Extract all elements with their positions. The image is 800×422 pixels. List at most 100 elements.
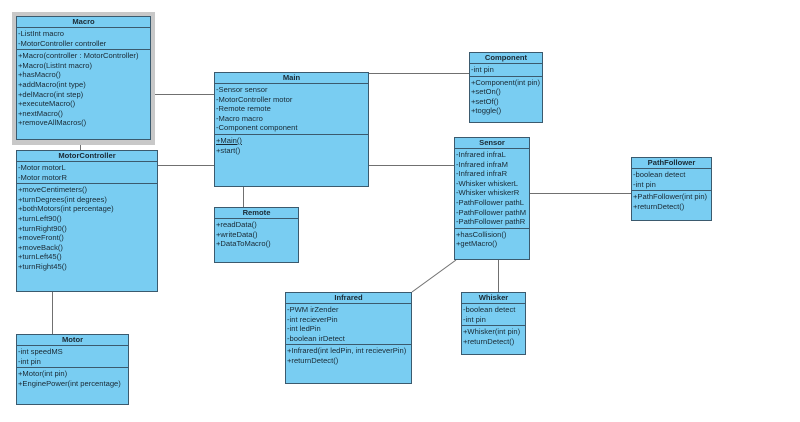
operation: +returnDetect() (633, 201, 685, 211)
operation: +Component(int pin) (471, 77, 541, 87)
attributes-section: -boolean detect-int pin (632, 169, 711, 192)
class-name: Remote (215, 208, 298, 219)
operation: +moveBack() (18, 242, 63, 252)
class-name: MotorController (17, 151, 157, 162)
operation: +Macro(controller : MotorController) (18, 51, 139, 61)
class-component[interactable]: Component-int pin+Component(int pin)+set… (469, 52, 543, 123)
operation: +hasCollision() (456, 229, 507, 239)
attribute: -Component component (216, 123, 298, 133)
attribute: -Whisker whiskerR (456, 188, 520, 198)
attribute: -PathFollower pathL (456, 197, 524, 207)
attribute: -MotorController motor (216, 94, 293, 104)
operations-section: +Infrared(int ledPin, int recieverPin)+r… (286, 345, 411, 366)
attribute: -boolean irDetect (287, 333, 345, 343)
attribute: -PWM irZender (287, 305, 339, 314)
operation: +start() (216, 145, 241, 155)
attribute: -ListInt macro (18, 29, 64, 38)
attribute: -Motor motorR (18, 172, 67, 182)
operation: +turnDegrees(int degrees) (18, 194, 107, 204)
attribute: -Whisker whiskerL (456, 178, 519, 188)
attribute: -PathFollower pathM (456, 207, 527, 217)
attribute: -Infrared infraM (456, 159, 508, 169)
operation: +Macro(ListInt macro) (18, 60, 93, 70)
operations-section: +Main()+start() (215, 135, 368, 156)
attribute: -int pin (463, 314, 486, 324)
class-motor[interactable]: Motor-int speedMS-int pin+Motor(int pin)… (16, 334, 129, 405)
operations-section: +hasCollision()+getMacro() (455, 229, 529, 250)
class-name: Main (215, 73, 368, 84)
operation: +turnRight45() (18, 261, 67, 271)
operation: +hasMacro() (18, 70, 61, 80)
operation: +toggle() (471, 106, 502, 116)
operation: +setOf() (471, 96, 499, 106)
attribute: -int pin (633, 179, 656, 189)
operation: +turnLeft45() (18, 252, 62, 262)
class-macro[interactable]: Macro-ListInt macro-MotorController cont… (16, 16, 151, 140)
class-motorcontroller[interactable]: MotorController-Motor motorL-Motor motor… (16, 150, 158, 292)
attribute: -boolean detect (633, 170, 686, 179)
operations-section: +Whisker(int pin)+returnDetect() (462, 326, 525, 347)
operation: +executeMacro() (18, 99, 76, 109)
operation: +Infrared(int ledPin, int recieverPin) (287, 346, 407, 356)
operation: +Whisker(int pin) (463, 327, 521, 337)
operation: +EnginePower(int percentage) (18, 378, 121, 388)
class-main[interactable]: Main-Sensor sensor-MotorController motor… (214, 72, 369, 187)
operations-section: +Component(int pin)+setOn()+setOf()+togg… (470, 77, 542, 117)
attribute: -Infrared infraL (456, 150, 506, 159)
class-name: Component (470, 53, 542, 64)
operation: +Motor(int pin) (18, 369, 68, 379)
operation: +delMacro(int step) (18, 89, 84, 99)
class-sensor[interactable]: Sensor-Infrared infraL-Infrared infraM-I… (454, 137, 530, 260)
class-name: Sensor (455, 138, 529, 149)
class-pathfollower[interactable]: PathFollower-boolean detect-int pin+Path… (631, 157, 712, 221)
operation: +moveFront() (18, 233, 64, 243)
attribute: -int speedMS (18, 347, 63, 356)
attribute: -Macro macro (216, 113, 263, 123)
operation: +moveCentimeters() (18, 185, 87, 195)
attributes-section: -Sensor sensor-MotorController motor-Rem… (215, 84, 368, 135)
class-name: Macro (17, 17, 150, 28)
class-remote[interactable]: Remote+readData()+writeData()+DataToMacr… (214, 207, 299, 263)
operation: +DataToMacro() (216, 239, 271, 249)
class-infrared[interactable]: Infrared-PWM irZender-int recieverPin-in… (285, 292, 412, 384)
attribute: -Remote remote (216, 104, 271, 114)
attribute: -int pin (471, 65, 494, 74)
operation: +readData() (216, 220, 257, 229)
operation: +turnLeft90() (18, 213, 62, 223)
attribute: -Motor motorL (18, 163, 66, 172)
operation: +bothMotors(int percentage) (18, 204, 114, 214)
class-whisker[interactable]: Whisker-boolean detect-int pin+Whisker(i… (461, 292, 526, 355)
operations-section: +PathFollower(int pin)+returnDetect() (632, 191, 711, 212)
operations-section: +Motor(int pin)+EnginePower(int percenta… (17, 368, 128, 389)
attributes-section: -Infrared infraL-Infrared infraM-Infrare… (455, 149, 529, 229)
attributes-section: -ListInt macro-MotorController controlle… (17, 28, 150, 51)
operation: +setOn() (471, 87, 501, 97)
operation: +getMacro() (456, 239, 498, 249)
class-name: Infrared (286, 293, 411, 304)
link-sensor-infrared (411, 259, 457, 293)
attributes-section: -int pin (470, 64, 542, 77)
operations-section: +moveCentimeters()+turnDegrees(int degre… (17, 184, 157, 272)
attributes-section: -boolean detect-int pin (462, 304, 525, 327)
attributes-section: -int speedMS-int pin (17, 346, 128, 369)
class-name: Motor (17, 335, 128, 346)
attribute: -boolean detect (463, 305, 516, 314)
attribute: -int pin (18, 356, 41, 366)
operation: +returnDetect() (287, 355, 339, 365)
attribute: -Infrared infraR (456, 169, 508, 179)
attributes-section: -PWM irZender-int recieverPin-int ledPin… (286, 304, 411, 346)
operation: +nextMacro() (18, 108, 63, 118)
operations-section: +readData()+writeData()+DataToMacro() (215, 219, 298, 250)
attribute: -Sensor sensor (216, 85, 268, 94)
attribute: -PathFollower pathR (456, 217, 526, 227)
operation: +addMacro(int type) (18, 79, 86, 89)
operation: +turnRight90() (18, 223, 67, 233)
operation: +returnDetect() (463, 336, 515, 346)
attribute: -int ledPin (287, 324, 321, 334)
operation: +PathFollower(int pin) (633, 192, 708, 202)
attribute: -int recieverPin (287, 314, 338, 324)
operation: +writeData() (216, 229, 258, 239)
class-name: Whisker (462, 293, 525, 304)
class-name: PathFollower (632, 158, 711, 169)
